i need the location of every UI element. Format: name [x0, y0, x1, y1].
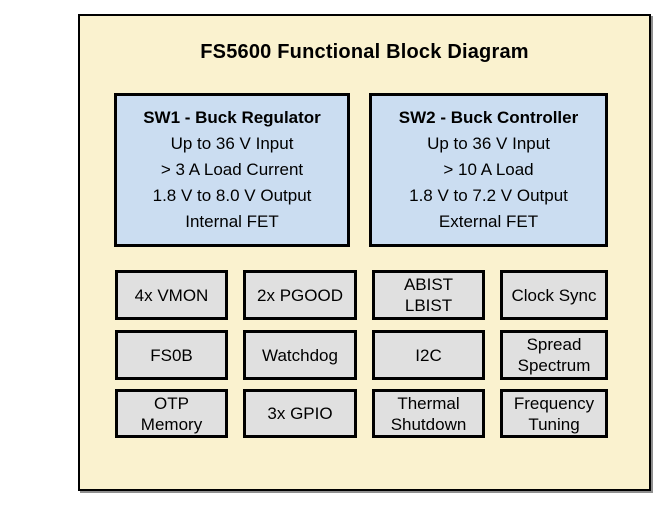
sw1-buck-regulator-block: SW1 - Buck Regulator Up to 36 V Input > … [114, 93, 350, 247]
sw2-buck-controller-block: SW2 - Buck Controller Up to 36 V Input >… [369, 93, 608, 247]
feature-vmon: 4x VMON [115, 270, 228, 320]
diagram-frame: FS5600 Functional Block Diagram SW1 - Bu… [78, 14, 651, 491]
feature-gpio: 3x GPIO [243, 389, 357, 438]
feature-abist-lbist: ABIST LBIST [372, 270, 485, 320]
feature-pgood: 2x PGOOD [243, 270, 357, 320]
feature-fs0b: FS0B [115, 330, 228, 380]
feature-spread-spectrum: Spread Spectrum [500, 330, 608, 380]
sw1-spec-fet: Internal FET [185, 212, 279, 231]
feature-i2c: I2C [372, 330, 485, 380]
sw2-spec-output: 1.8 V to 7.2 V Output [409, 186, 568, 205]
feature-watchdog: Watchdog [243, 330, 357, 380]
sw1-block-title: SW1 - Buck Regulator [143, 108, 321, 127]
sw2-spec-load: > 10 A Load [443, 160, 534, 179]
sw2-block-title: SW2 - Buck Controller [398, 108, 579, 127]
feature-otp-memory: OTP Memory [115, 389, 228, 438]
feature-thermal-shutdown: Thermal Shutdown [372, 389, 485, 438]
feature-clock-sync: Clock Sync [500, 270, 608, 320]
sw2-spec-input: Up to 36 V Input [427, 134, 550, 153]
sw1-spec-output: 1.8 V to 8.0 V Output [152, 186, 312, 205]
diagram-title: FS5600 Functional Block Diagram [200, 41, 529, 63]
sw1-spec-load: > 3 A Load Current [160, 160, 304, 179]
sw2-spec-fet: External FET [438, 212, 539, 231]
sw1-spec-input: Up to 36 V Input [170, 134, 294, 153]
feature-frequency-tuning: Frequency Tuning [500, 389, 608, 438]
